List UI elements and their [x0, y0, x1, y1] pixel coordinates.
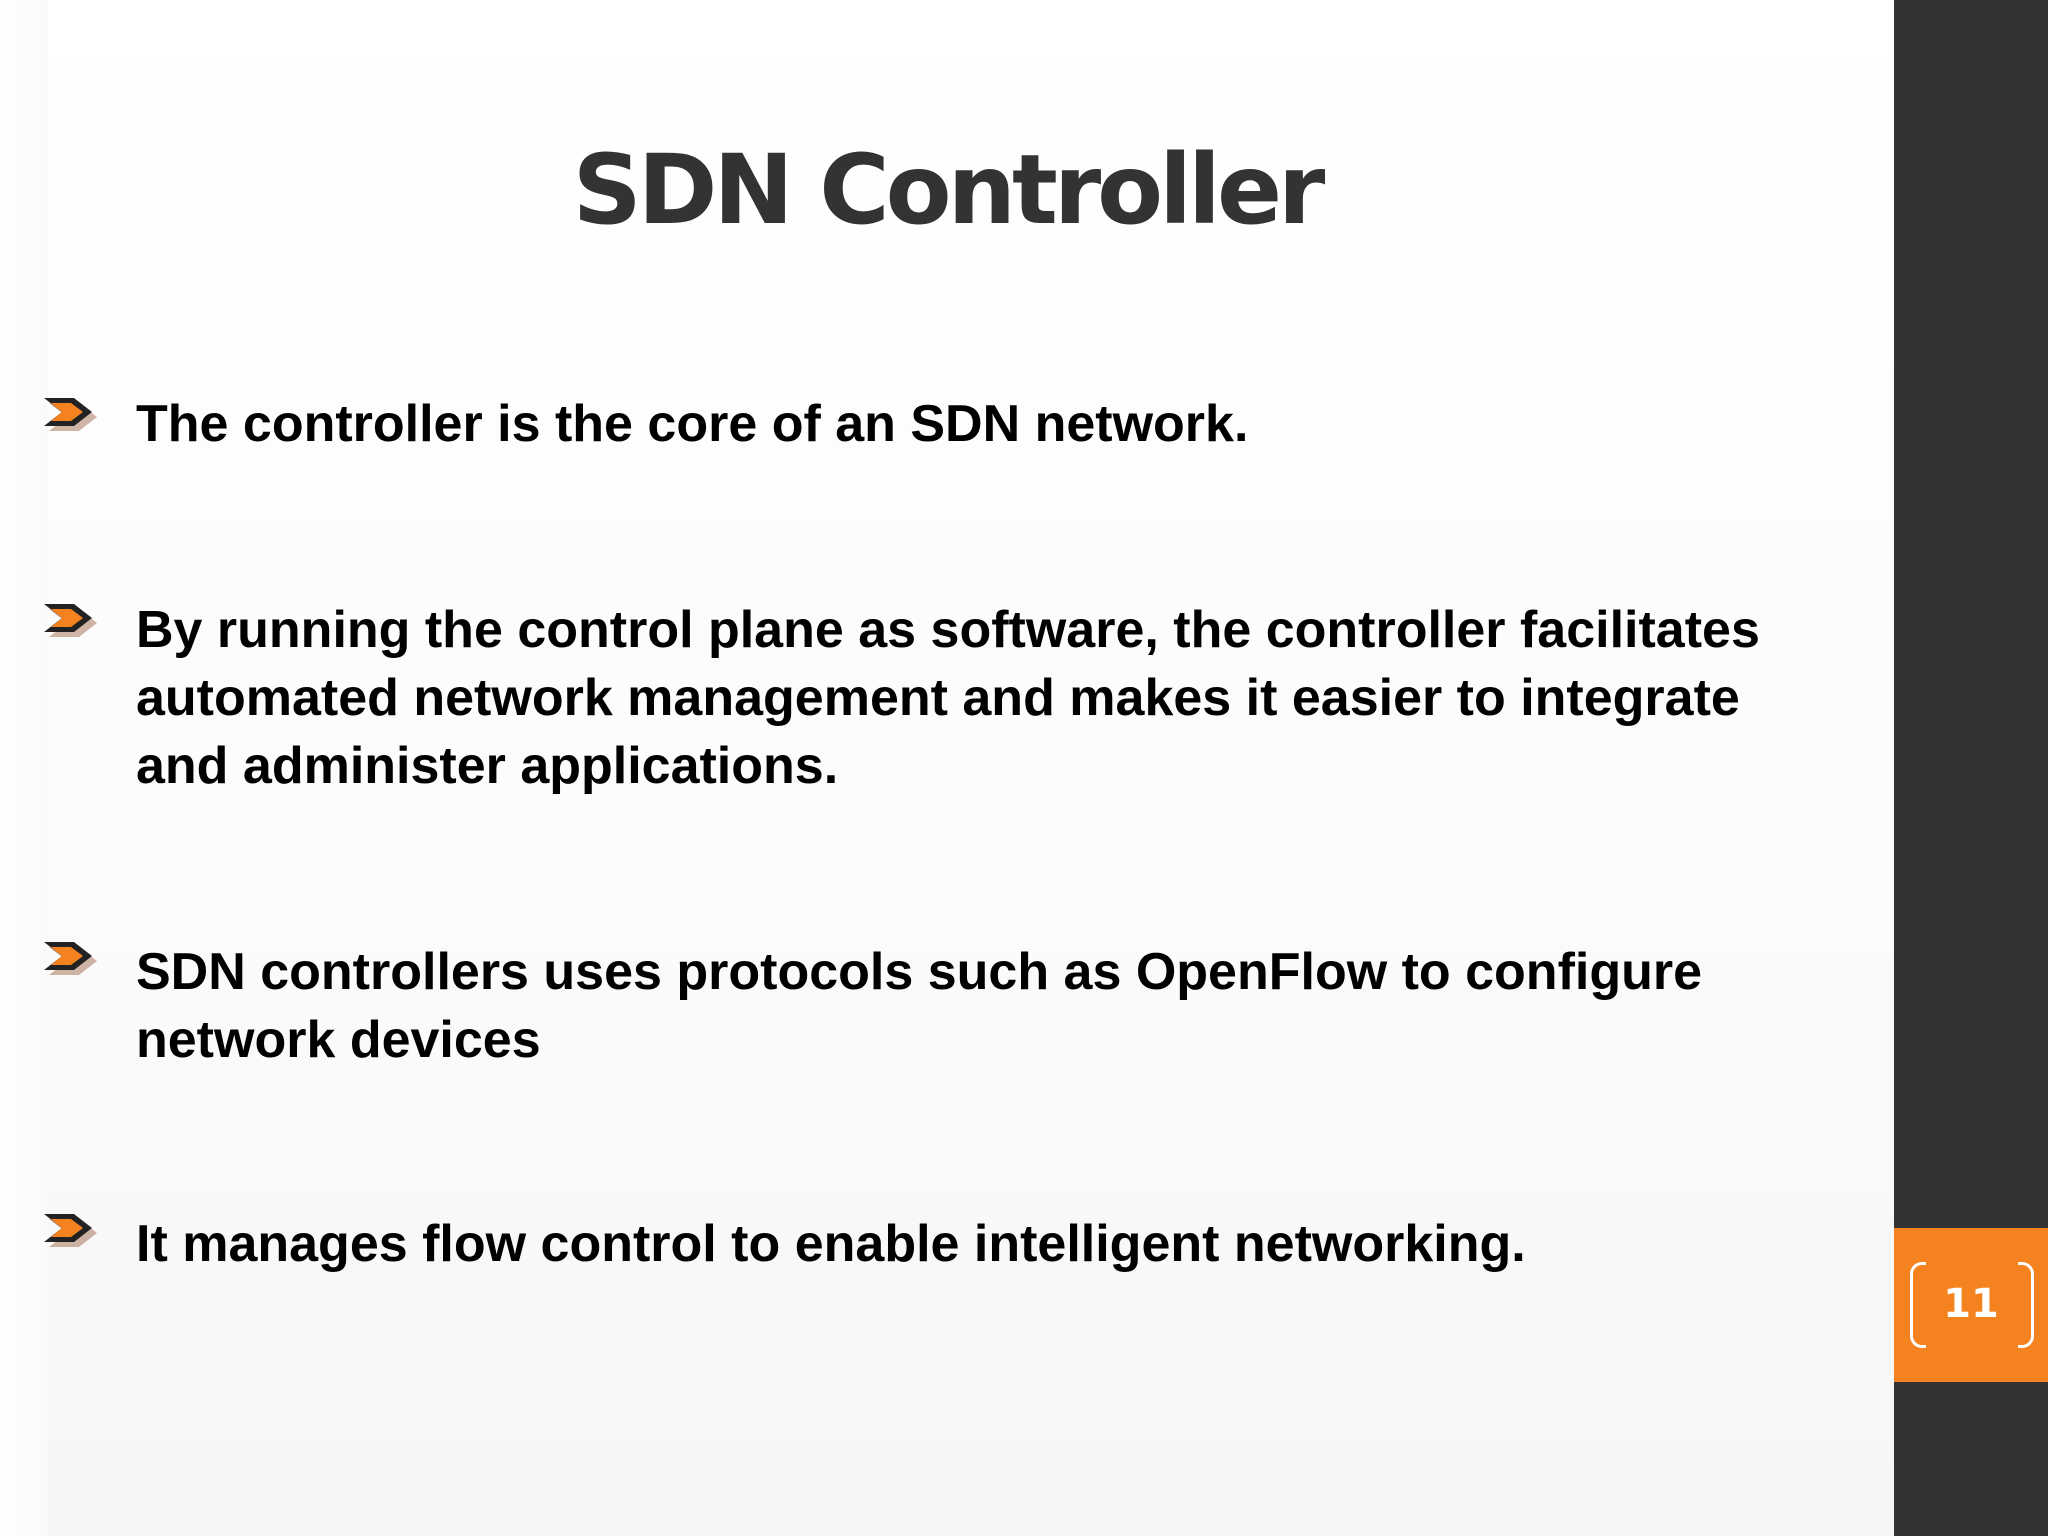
- page-number: 11: [1943, 1281, 1999, 1327]
- left-bracket-icon: [1910, 1262, 1926, 1348]
- bullet-list: The controller is the core of an SDN net…: [44, 395, 1760, 1273]
- page-number-badge: 11: [1894, 1228, 2048, 1382]
- chevron-arrow-icon: [44, 942, 97, 975]
- bullet-text: By running the control plane as software…: [136, 601, 1760, 795]
- bullet-text: It manages flow control to enable intell…: [136, 1215, 1526, 1273]
- right-bracket-icon: [2018, 1262, 2034, 1348]
- chevron-arrow-icon: [44, 604, 97, 637]
- slide-title: SDN Controller: [572, 134, 1326, 246]
- chevron-arrow-icon: [44, 398, 97, 431]
- chevron-arrow-icon: [44, 1214, 97, 1247]
- bullet-text: SDN controllers uses protocols such as O…: [136, 943, 1703, 1069]
- bullet-text: The controller is the core of an SDN net…: [136, 395, 1249, 453]
